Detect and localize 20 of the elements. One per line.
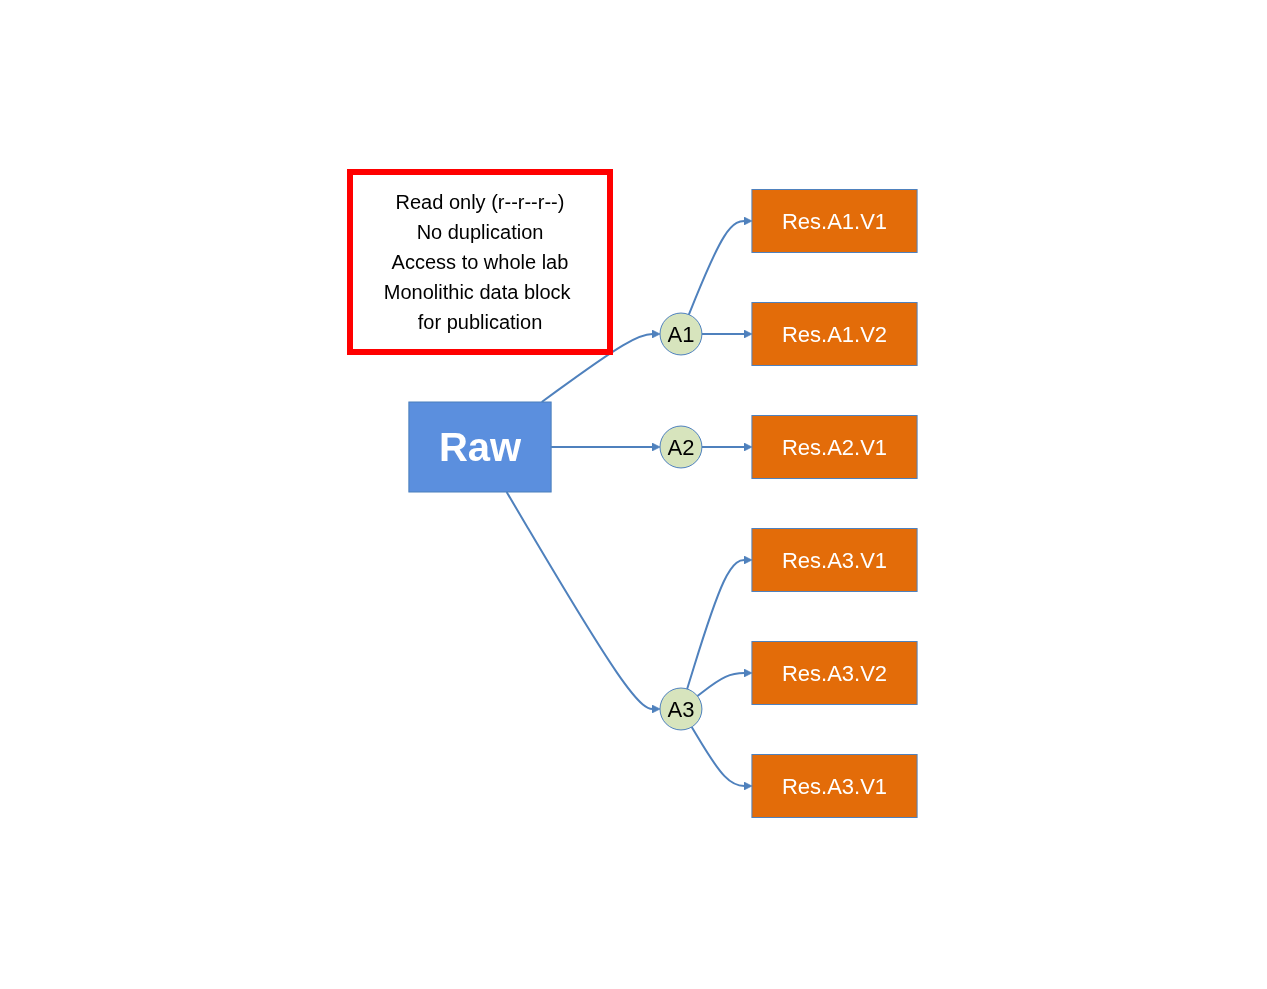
node-box: Res.A1.V2 <box>751 301 918 366</box>
node-circle: A1 <box>659 312 703 356</box>
node-box: Res.A2.V1 <box>751 414 918 479</box>
arrow <box>690 725 753 791</box>
node-box: Raw <box>408 401 552 493</box>
arrow <box>540 329 661 403</box>
node-box: Res.A3.V1 <box>751 753 918 818</box>
arrow <box>505 490 661 714</box>
arrow <box>687 216 753 316</box>
node-box: Read only (r--r--r--) No duplication Access to whole lab Monolithic data block for publication <box>346 168 613 355</box>
arrow <box>696 668 753 697</box>
node-box: Res.A3.V2 <box>751 640 918 705</box>
arrow <box>700 442 753 452</box>
arrow <box>686 555 753 690</box>
node-box: Res.A3.V1 <box>751 527 918 592</box>
arrow <box>700 329 753 339</box>
arrow <box>550 442 661 452</box>
node-box: Res.A1.V1 <box>751 188 918 253</box>
node-circle: A3 <box>659 687 703 731</box>
node-circle: A2 <box>659 425 703 469</box>
